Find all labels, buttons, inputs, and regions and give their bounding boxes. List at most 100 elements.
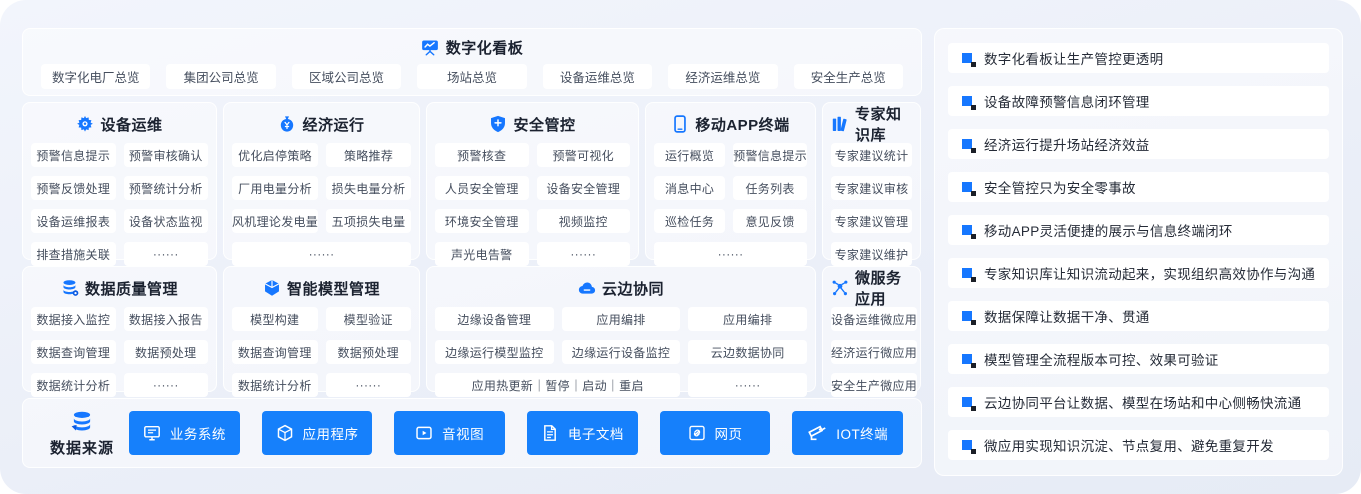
module-item-button[interactable]: 边缘运行设备监控	[561, 340, 681, 364]
data-source-button[interactable]: IOT终端	[792, 411, 904, 455]
module-item-button[interactable]: ······	[688, 373, 807, 397]
module-title: 云边协同	[601, 280, 664, 298]
data-source-button[interactable]: 网页	[659, 411, 771, 455]
list-bullet-icon	[962, 268, 976, 282]
module-item-button[interactable]: 应用热更新｜暂停｜启动｜重启	[435, 373, 681, 397]
module-item-button[interactable]: 经济运行微应用	[831, 340, 918, 364]
module-card: 数据质量管理 数据接入监控数据接入报告数据查询管理数据预处理数据统计分析 ····…	[22, 266, 217, 397]
highlight-row: 数字化看板让生产管控更透明	[948, 43, 1329, 73]
module-item-button[interactable]: 人员安全管理	[435, 176, 529, 200]
highlight-text: 模型管理全流程版本可控、效果可验证	[984, 353, 1219, 368]
module-title: 经济运行	[302, 116, 365, 134]
module-item-button[interactable]: 运行概览	[654, 143, 726, 167]
module-item-button[interactable]: 模型构建	[232, 307, 318, 331]
module-item-button[interactable]: 预警审核确认	[123, 143, 208, 167]
module-item-button[interactable]: 专家建议审核	[831, 176, 912, 200]
list-bullet-icon	[962, 182, 976, 196]
module-item-button[interactable]: 五项损失电量	[326, 209, 411, 233]
module-item-button[interactable]: 优化启停策略	[232, 143, 319, 167]
module-item-button[interactable]: 数据预处理	[123, 340, 208, 364]
highlight-row: 微应用实现知识沉淀、节点复用、避免重复开发	[948, 430, 1329, 460]
module-item-button[interactable]: 专家建议维护	[831, 242, 912, 266]
list-bullet-icon	[962, 139, 976, 153]
data-source-button[interactable]: 应用程序	[261, 411, 373, 455]
nodes-icon	[831, 279, 849, 297]
module-item-button[interactable]: 数据查询管理	[31, 340, 116, 364]
data-source-button[interactable]: 音视图	[394, 411, 506, 455]
highlight-text: 专家知识库让知识流动起来，实现组织高效协作与沟通	[984, 267, 1316, 282]
module-title: 数据质量管理	[84, 280, 178, 298]
module-item-button[interactable]: 设备状态监视	[123, 209, 208, 233]
module-item-button[interactable]: 数据预处理	[325, 340, 411, 364]
module-item-button[interactable]: 数据接入监控	[31, 307, 116, 331]
module-item-button[interactable]: 数据统计分析	[232, 373, 318, 397]
highlight-row: 移动APP灵活便捷的展示与信息终端闭环	[948, 215, 1329, 245]
module-item-button[interactable]: 消息中心	[654, 176, 726, 200]
module-item-button[interactable]: 声光电告警	[435, 242, 529, 266]
module-item-button[interactable]: 模型验证	[325, 307, 411, 331]
database-arrow-icon	[69, 409, 95, 435]
module-header: 数据质量管理	[31, 278, 208, 298]
module-item-button[interactable]: 预警反馈处理	[31, 176, 116, 200]
module-item-button[interactable]: 视频监控	[536, 209, 630, 233]
module-item-button[interactable]: 云边数据协同	[688, 340, 807, 364]
module-item-button[interactable]: 设备运维报表	[31, 209, 116, 233]
module-item-button[interactable]: 预警统计分析	[123, 176, 208, 200]
dashboard-overview-button[interactable]: 设备运维总览	[542, 64, 653, 89]
module-item-button[interactable]: 风机理论发电量	[232, 209, 319, 233]
iot-camera-icon	[807, 423, 827, 443]
dashboard-buttons: 数字化电厂总览集团公司总览区域公司总览场站总览设备运维总览经济运维总览安全生产总…	[41, 64, 903, 89]
module-card: 专家知识库 专家建议统计专家建议审核专家建议管理专家建议维护	[822, 102, 921, 266]
highlight-text: 数字化看板让生产管控更透明	[984, 52, 1164, 67]
module-item-button[interactable]: 排查措施关联	[31, 242, 116, 266]
module-item-button[interactable]: 巡检任务	[654, 209, 726, 233]
list-bullet-icon	[962, 96, 976, 110]
dashboard-overview-button[interactable]: 安全生产总览	[793, 64, 903, 89]
data-source-button[interactable]: 业务系统	[129, 411, 240, 455]
module-item-button[interactable]: ······	[232, 242, 411, 266]
module-item-button[interactable]: 边缘设备管理	[435, 307, 554, 331]
dashboard-overview-button[interactable]: 经济运维总览	[668, 64, 778, 89]
module-item-button[interactable]: 预警可视化	[536, 143, 630, 167]
module-item-button[interactable]: 专家建议统计	[831, 143, 912, 167]
dashboard-overview-button[interactable]: 区域公司总览	[291, 64, 402, 89]
module-item-button[interactable]: 数据接入报告	[123, 307, 208, 331]
highlight-text: 设备故障预警信息闭环管理	[984, 95, 1150, 110]
module-item-button[interactable]: 应用编排	[561, 307, 681, 331]
dashboard-overview-button[interactable]: 场站总览	[417, 64, 527, 89]
module-item-button[interactable]: 意见反馈	[733, 209, 807, 233]
module-item-button[interactable]: 预警信息提示	[733, 143, 807, 167]
module-item-button[interactable]: 策略推荐	[326, 143, 411, 167]
dashboard-overview-button[interactable]: 集团公司总览	[166, 64, 276, 89]
module-item-button[interactable]: ······	[325, 373, 411, 397]
module-item-button[interactable]: 环境安全管理	[435, 209, 529, 233]
module-item-button[interactable]: 损失电量分析	[326, 176, 411, 200]
module-row-1: 设备运维 预警信息提示预警审核确认预警反馈处理预警统计分析设备运维报表设备状态监…	[22, 102, 922, 266]
module-row-2: 数据质量管理 数据接入监控数据接入报告数据查询管理数据预处理数据统计分析····…	[22, 266, 922, 397]
module-item-button[interactable]: 设备运维微应用	[831, 307, 918, 331]
list-bullet-icon	[962, 440, 976, 454]
list-bullet-icon	[962, 225, 976, 239]
module-item-button[interactable]: 数据查询管理	[232, 340, 318, 364]
module-item-button[interactable]: 应用编排	[688, 307, 807, 331]
dashboard-overview-button[interactable]: 数字化电厂总览	[41, 64, 151, 89]
module-item-button[interactable]: 预警信息提示	[31, 143, 116, 167]
list-bullet-icon	[962, 354, 976, 368]
module-item-button[interactable]: 专家建议管理	[831, 209, 912, 233]
module-item-button[interactable]: 预警核查	[435, 143, 529, 167]
module-item-button[interactable]: 数据统计分析	[31, 373, 116, 397]
data-source-button[interactable]: 电子文档	[527, 411, 638, 455]
books-icon	[831, 115, 849, 133]
module-item-button[interactable]: ······	[654, 242, 807, 266]
module-item-button[interactable]: 厂用电量分析	[232, 176, 319, 200]
module-item-button[interactable]: 任务列表	[733, 176, 807, 200]
module-item-button[interactable]: ······	[536, 242, 630, 266]
module-header: 经济运行	[232, 114, 411, 134]
module-item-button[interactable]: 设备安全管理	[536, 176, 630, 200]
module-item-button[interactable]: ······	[123, 242, 208, 266]
module-item-button[interactable]: 边缘运行模型监控	[435, 340, 554, 364]
module-item-button[interactable]: ······	[123, 373, 208, 397]
module-item-button[interactable]: 安全生产微应用	[831, 373, 918, 397]
document-icon	[541, 424, 559, 442]
